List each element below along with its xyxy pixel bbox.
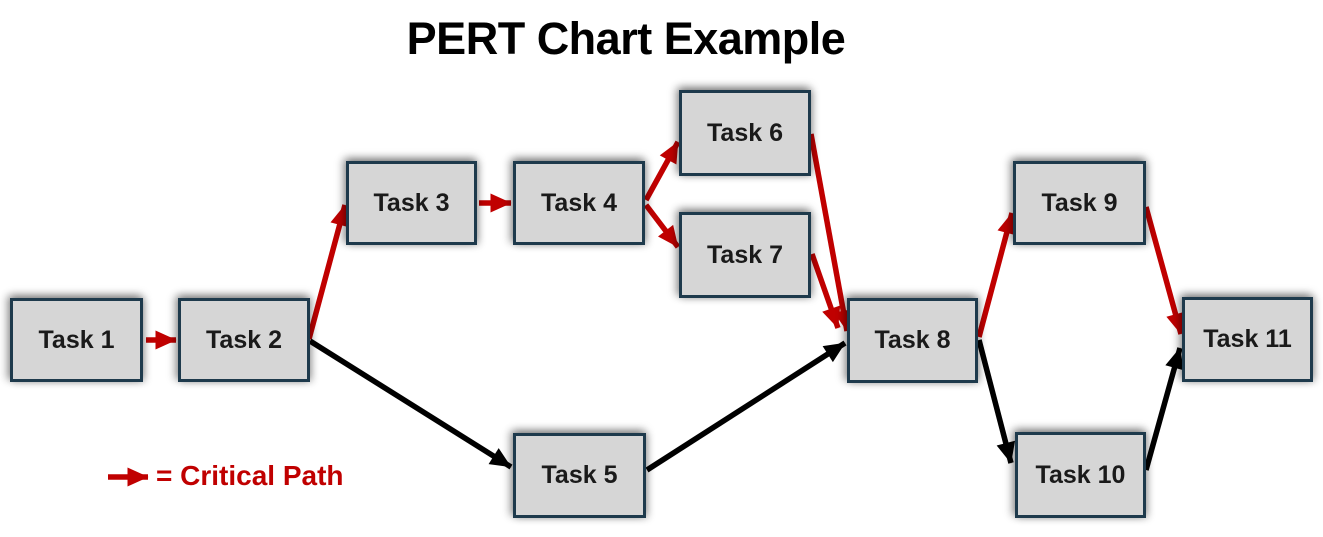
task-node-4: Task 4	[513, 161, 645, 245]
task-11-label: Task 11	[1203, 325, 1292, 353]
task-node-3: Task 3	[346, 161, 477, 245]
task-5-label: Task 5	[541, 461, 618, 489]
task-6-label: Task 6	[707, 118, 783, 147]
edge-task-9-to-task-11	[1143, 206, 1185, 335]
edge-task-7-to-task-8	[809, 253, 841, 329]
task-node-1: Task 1	[10, 298, 143, 382]
task-node-11: Task 11	[1182, 297, 1313, 382]
edge-task-10-to-task-11	[1143, 347, 1184, 471]
task-node-7: Task 7	[679, 212, 811, 298]
edge-task-2-to-task-5	[308, 338, 513, 470]
edge-task-2-to-task-3	[306, 204, 349, 340]
edge-task-6-to-task-8	[808, 133, 853, 332]
task-node-10: Task 10	[1015, 432, 1146, 518]
task-8-label: Task 8	[874, 326, 951, 354]
task-4-label: Task 4	[541, 188, 617, 217]
task-2-label: Task 2	[206, 325, 282, 354]
edge-task-4-to-task-7	[643, 203, 681, 249]
task-node-9: Task 9	[1013, 161, 1146, 245]
edge-task-8-to-task-9	[976, 212, 1016, 338]
legend-label: = Critical Path	[156, 460, 344, 491]
task-node-2: Task 2	[178, 298, 310, 382]
chart-title: PERT Chart Example	[406, 13, 846, 64]
edge-task-4-to-task-6	[643, 140, 681, 202]
task-node-6: Task 6	[679, 90, 811, 176]
task-10-label: Task 10	[1035, 460, 1126, 489]
task-1-label: Task 1	[38, 325, 115, 354]
edge-task-8-to-task-10	[976, 339, 1016, 464]
task-3-label: Task 3	[373, 188, 450, 217]
edge-task-5-to-task-8	[645, 340, 847, 473]
task-7-label: Task 7	[707, 240, 783, 269]
task-9-label: Task 9	[1041, 188, 1118, 217]
task-node-8: Task 8	[847, 298, 978, 383]
task-node-5: Task 5	[513, 433, 646, 518]
